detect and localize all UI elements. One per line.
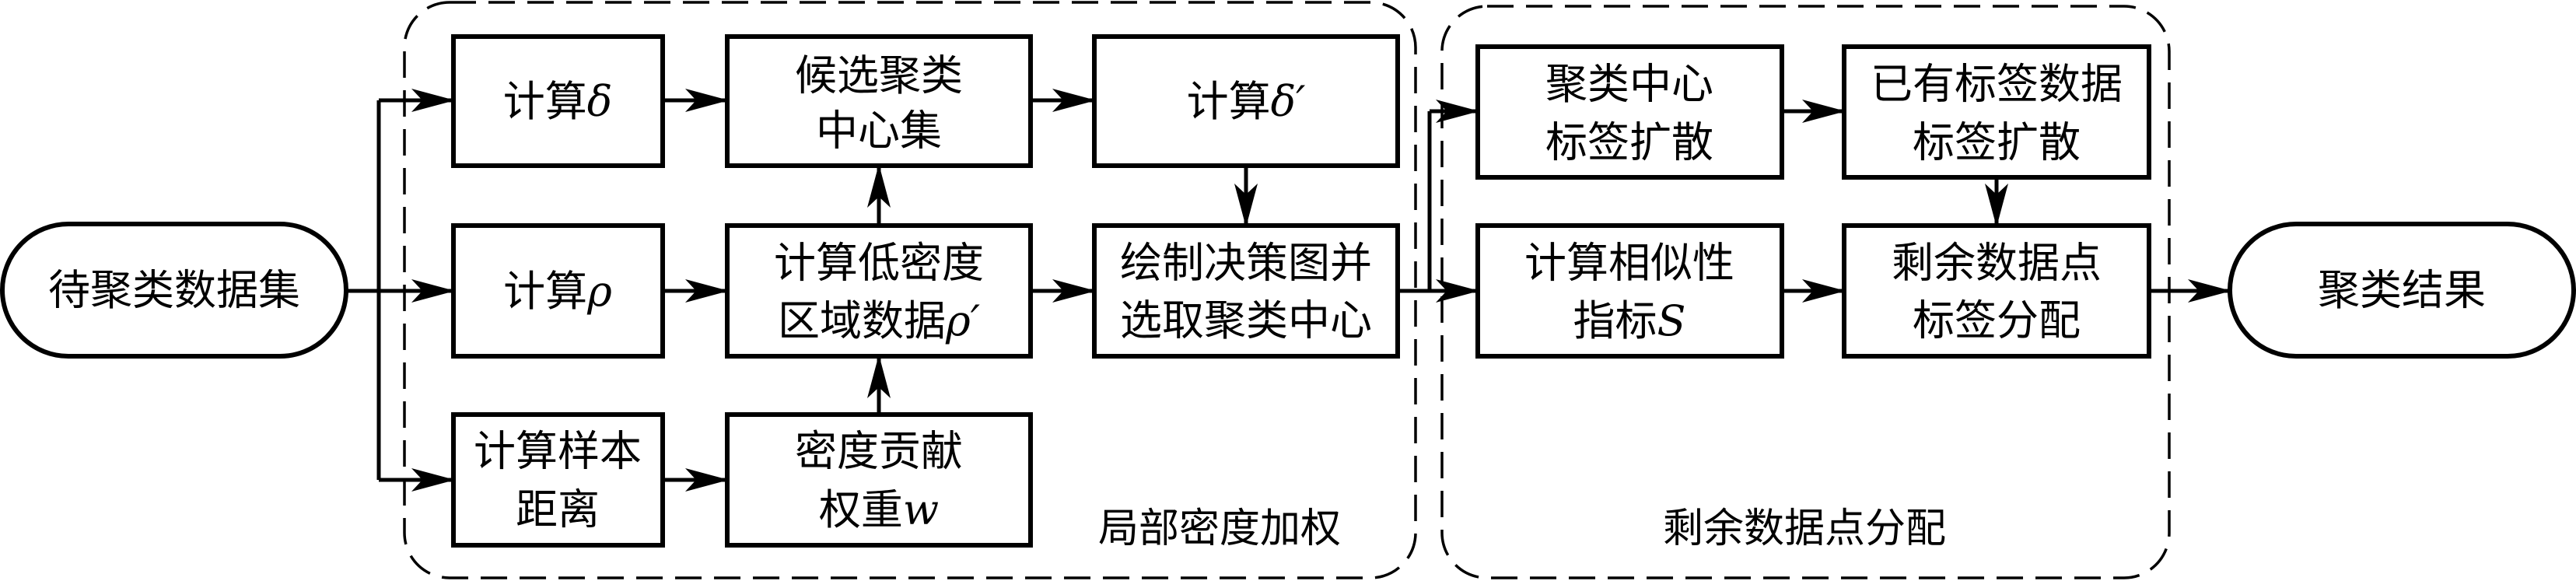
- node-center-spread-line2: 标签扩散: [1545, 118, 1713, 167]
- node-calc-delta-prime: 计算δ′: [1092, 34, 1400, 168]
- end-node-label: 聚类结果: [2318, 266, 2486, 315]
- node-candidate-line1: 候选聚类: [795, 51, 963, 100]
- node-low-density-line2: 区域数据ρ′: [778, 296, 980, 345]
- node-similarity-line2: 指标S: [1573, 296, 1686, 345]
- start-node: 待聚类数据集: [0, 222, 348, 359]
- node-decision-line1: 绘制决策图并: [1120, 239, 1372, 288]
- node-weight-line2: 权重w: [819, 485, 939, 534]
- node-center-label-spread: 聚类中心 标签扩散: [1475, 44, 1784, 180]
- node-calc-dist-line2: 距离: [516, 485, 600, 534]
- end-node: 聚类结果: [2228, 222, 2576, 359]
- node-calc-dist-line1: 计算样本: [474, 427, 642, 476]
- node-similarity-index: 计算相似性 指标S: [1475, 223, 1784, 359]
- node-assign-line1: 剩余数据点: [1892, 239, 2102, 288]
- node-decision-graph: 绘制决策图并 选取聚类中心: [1092, 223, 1400, 359]
- node-low-density-line1: 计算低密度: [774, 239, 984, 288]
- node-calc-delta-prime-label: 计算δ′: [1187, 77, 1306, 126]
- start-node-label: 待聚类数据集: [48, 266, 300, 315]
- node-calc-delta: 计算δ: [451, 34, 665, 168]
- node-assign-line2: 标签分配: [1913, 296, 2081, 345]
- node-low-density: 计算低密度 区域数据ρ′: [725, 223, 1033, 359]
- node-weight-line1: 密度贡献: [795, 427, 963, 476]
- node-calc-delta-label: 计算δ: [503, 77, 613, 126]
- node-decision-line2: 选取聚类中心: [1120, 296, 1372, 345]
- node-density-weight: 密度贡献 权重w: [725, 412, 1033, 548]
- connectors: [346, 89, 2231, 492]
- group-label-remaining-point-allocation: 剩余数据点分配: [1663, 506, 1946, 552]
- node-similarity-line1: 计算相似性: [1524, 239, 1734, 288]
- node-labeled-spread-line1: 已有标签数据: [1871, 60, 2123, 109]
- node-candidate-centers: 候选聚类 中心集: [725, 34, 1033, 168]
- node-calc-rho: 计算ρ: [451, 223, 665, 359]
- node-labeled-spread-line2: 标签扩散: [1913, 118, 2081, 167]
- node-remaining-label-assign: 剩余数据点 标签分配: [1842, 223, 2151, 359]
- group-label-local-density-weighting: 局部密度加权: [1098, 506, 1341, 552]
- node-calc-rho-label: 计算ρ: [503, 267, 612, 316]
- node-labeled-data-spread: 已有标签数据 标签扩散: [1842, 44, 2151, 180]
- node-candidate-line2: 中心集: [816, 107, 942, 156]
- node-center-spread-line1: 聚类中心: [1545, 60, 1713, 109]
- node-calc-distance: 计算样本 距离: [451, 412, 665, 548]
